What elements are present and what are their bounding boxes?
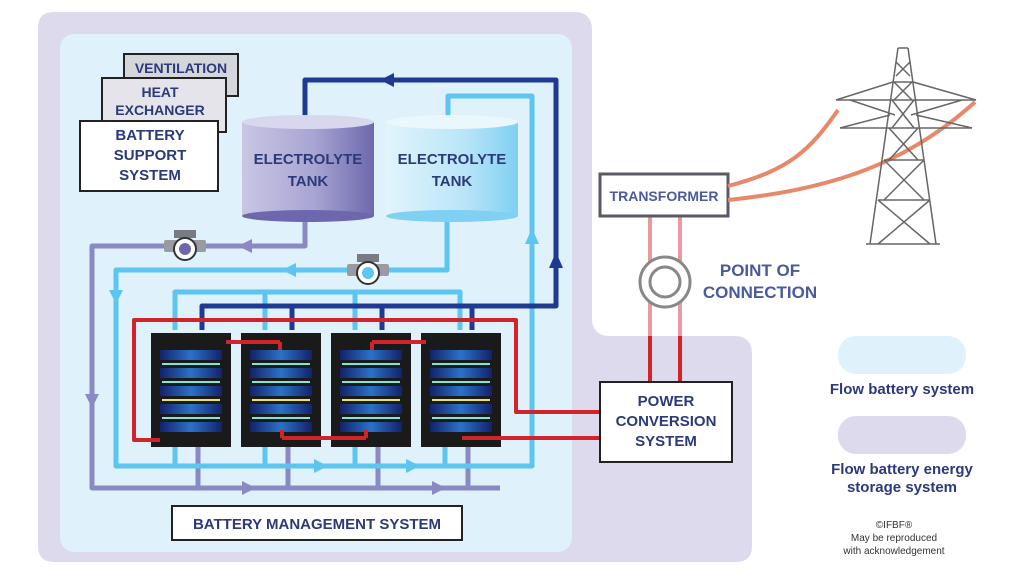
poc-label-2: CONNECTION	[703, 283, 817, 302]
arrow-down-lavender	[85, 394, 99, 408]
arrow-top	[380, 73, 394, 87]
cell-stack	[331, 333, 411, 447]
pump-icon	[347, 254, 389, 285]
pump-icon	[164, 230, 206, 261]
cell-stack	[151, 333, 231, 447]
pcs-label-2: CONVERSION	[616, 413, 717, 430]
cell-stack	[241, 333, 321, 447]
power-conversion-box	[599, 381, 733, 463]
transformer-box	[598, 172, 730, 218]
credit-line-3: with acknowledgement	[842, 546, 944, 557]
pcs-label-1: POWER	[638, 393, 695, 410]
battery-support-box	[79, 120, 219, 192]
arrow-right-dark	[549, 252, 563, 268]
point-of-connection-icon	[638, 255, 692, 309]
battery-support-label-1: BATTERY	[115, 127, 184, 144]
legend-swatch-energy-storage	[838, 416, 966, 454]
battery-support-label-3: SYSTEM	[119, 167, 181, 184]
legend-energy-storage-label-1: Flow battery energy	[831, 461, 973, 478]
battery-support-label-2: SUPPORT	[114, 147, 187, 164]
arrow-down-light	[109, 290, 123, 304]
battery-management-box	[171, 505, 463, 541]
bms-label: BATTERY MANAGEMENT SYSTEM	[193, 516, 441, 533]
poc-label-1: POINT OF	[720, 261, 800, 280]
support-boxes: VENTILATION HEAT EXCHANGER BATTERY SUPPO…	[79, 53, 239, 192]
tank-right-label-2: TANK	[432, 173, 473, 190]
arrow-light-left	[282, 263, 296, 277]
grid-lines	[727, 100, 977, 202]
transformer-label: TRANSFORMER	[610, 188, 719, 204]
arrow-bottom-lav-2	[432, 481, 446, 495]
arrow-bottom-light-1	[314, 459, 328, 473]
tank-left-label-1: ELECTROLYTE	[254, 151, 363, 168]
flow-arrows	[85, 73, 563, 495]
pcs-label-3: SYSTEM	[635, 433, 697, 450]
heat-exchanger-label-1: HEAT	[141, 84, 179, 100]
pylon-icon	[835, 47, 977, 245]
legend: Flow battery system Flow battery energy …	[830, 336, 974, 496]
legend-energy-storage-label-2: storage system	[847, 479, 957, 496]
tank-right-label-1: ELECTROLYTE	[398, 151, 507, 168]
arrow-bottom-lav-1	[242, 481, 256, 495]
tank-left-label-2: TANK	[288, 173, 329, 190]
credit-line-2: May be reproduced	[851, 533, 937, 544]
legend-flow-battery-label: Flow battery system	[830, 381, 974, 398]
arrow-bottom-light-2	[406, 459, 420, 473]
arrow-lavender-left	[238, 239, 252, 253]
ventilation-label: VENTILATION	[135, 60, 227, 76]
cell-stack	[421, 333, 501, 447]
electrolyte-tank-right: ELECTROLYTE TANK	[386, 115, 518, 222]
ac-wiring	[648, 336, 682, 382]
cell-stacks	[151, 333, 501, 447]
electrolyte-tank-left: ELECTROLYTE TANK	[242, 115, 374, 222]
credit-line-1: ©IFBF®	[876, 520, 913, 531]
dc-wiring	[132, 318, 600, 442]
arrow-right-light	[525, 228, 539, 244]
heat-exchanger-label-2: EXCHANGER	[115, 102, 204, 118]
legend-swatch-flow-battery	[838, 336, 966, 374]
